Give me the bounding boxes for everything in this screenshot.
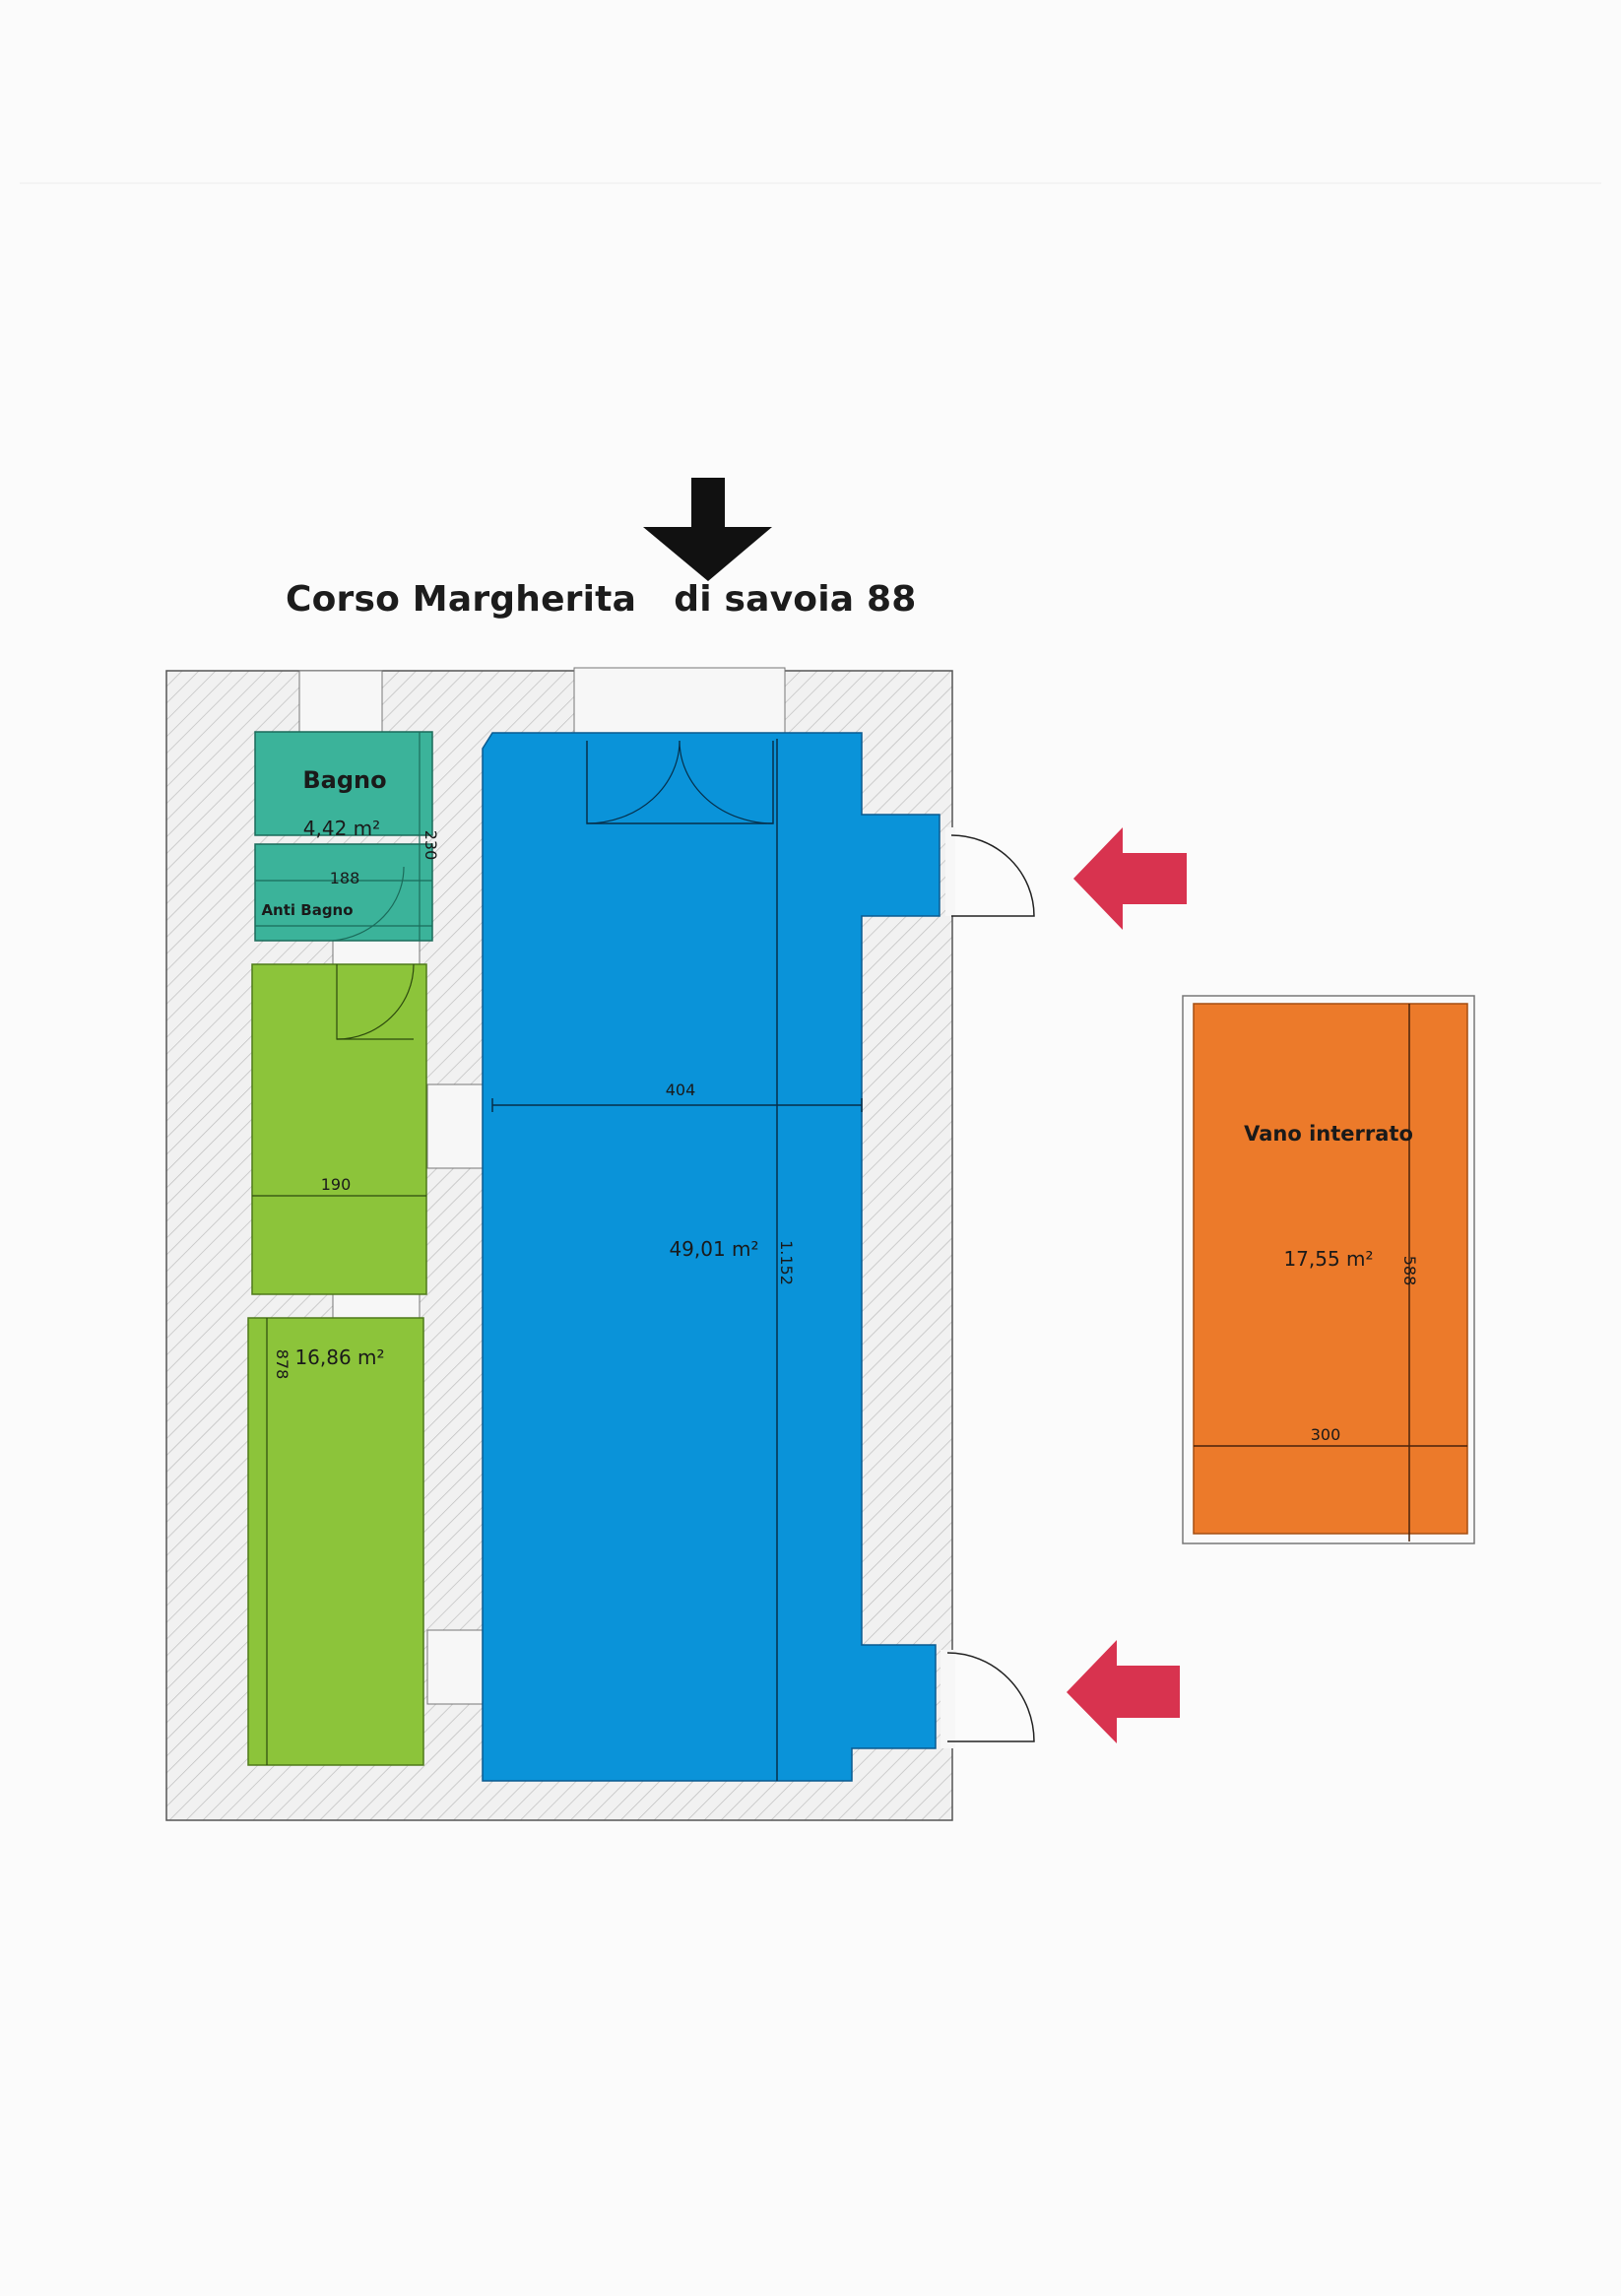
passage-opening [426, 1083, 486, 1169]
left-arrow-icon [1067, 1640, 1180, 1743]
room-lower-left [247, 1317, 424, 1766]
door-opening [945, 827, 955, 916]
vano-interrato-area: 17,55 m² [1283, 1247, 1373, 1271]
door-opening [940, 1650, 955, 1748]
hall-width-dim: 404 [666, 1081, 696, 1099]
room-anti-bagno [254, 843, 433, 942]
window-opening [298, 670, 383, 734]
vano-interrato-length-dim: 588 [1400, 1256, 1419, 1286]
vano-interrato-width-dim: 300 [1311, 1425, 1341, 1444]
hall-length-dim: 1.152 [777, 1240, 796, 1285]
hall-area: 49,01 m² [669, 1237, 758, 1261]
anti-bagno-label: Anti Bagno [261, 901, 353, 919]
down-arrow-icon [643, 478, 772, 581]
vano-interrato-label: Vano interrato [1244, 1122, 1413, 1146]
passage-opening [332, 1293, 421, 1319]
lower-left-area: 16,86 m² [294, 1345, 384, 1369]
bagno-label: Bagno [302, 766, 386, 794]
left-arrow-icon [1073, 827, 1187, 930]
passage-opening [332, 940, 421, 965]
plan-title: Corso Margherita di savoia 88 [286, 579, 917, 620]
upper-left-width-dim: 190 [321, 1175, 352, 1194]
anti-bagno-side-dim: 230 [421, 830, 440, 861]
lower-left-length-dim: 878 [273, 1349, 292, 1380]
bagno-area: 4,42 m² [303, 817, 380, 840]
room-upper-left [251, 963, 427, 1295]
anti-bagno-width-dim: 188 [330, 869, 360, 887]
window-opening [573, 667, 786, 734]
room-bagno [254, 731, 433, 836]
room-main-hall [482, 732, 940, 1782]
passage-opening [426, 1629, 486, 1705]
